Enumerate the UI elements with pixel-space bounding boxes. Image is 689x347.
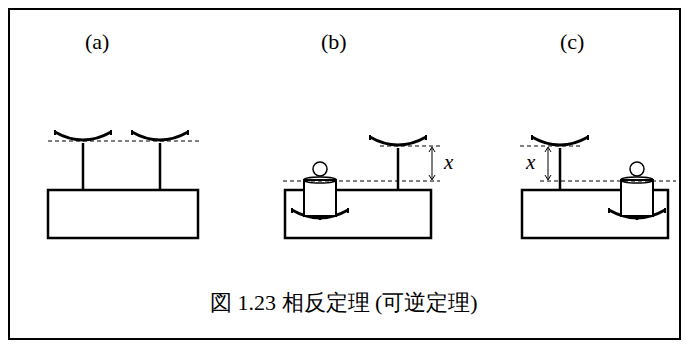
- frame: [9, 9, 680, 339]
- panel-label: (a): [85, 31, 109, 53]
- panel-label: (b): [321, 31, 347, 53]
- panel-c: [520, 135, 676, 238]
- dimension-label: x: [444, 152, 453, 173]
- figure-caption: 図 1.23 相反定理 (可逆定理): [210, 292, 478, 314]
- panel-a: [48, 130, 200, 238]
- panel-b: [283, 135, 440, 238]
- dimension-label: x: [526, 152, 535, 173]
- panel-label: (c): [560, 31, 584, 53]
